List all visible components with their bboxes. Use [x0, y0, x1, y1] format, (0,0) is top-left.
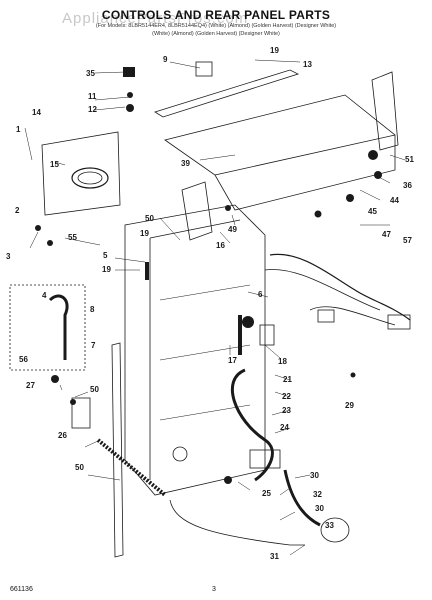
- callout-2: 2: [15, 206, 20, 215]
- callout-47: 47: [382, 230, 391, 239]
- trim-strip-shape: [154, 69, 300, 118]
- callout-3: 3: [6, 252, 11, 261]
- callout-35: 35: [86, 69, 95, 78]
- callout-14: 14: [32, 108, 41, 117]
- callout-30a: 30: [310, 471, 319, 480]
- part-35-block: [123, 67, 135, 77]
- callout-39: 39: [181, 159, 190, 168]
- callout-23: 23: [282, 406, 291, 415]
- callout-33: 33: [325, 521, 334, 530]
- callout-19a: 19: [270, 46, 279, 55]
- callout-11: 11: [88, 92, 97, 101]
- callout-32: 32: [313, 490, 322, 499]
- callout-18: 18: [278, 357, 287, 366]
- callout-9: 9: [163, 55, 168, 64]
- callout-27: 27: [26, 381, 35, 390]
- callout-13: 13: [303, 60, 312, 69]
- callout-30b: 30: [315, 504, 324, 513]
- callout-49: 49: [228, 225, 237, 234]
- rear-panel-shape: [124, 204, 266, 496]
- callout-22: 22: [282, 392, 291, 401]
- callout-16: 16: [216, 241, 225, 250]
- side-rail-shape: [111, 342, 124, 558]
- callout-4: 4: [42, 291, 47, 300]
- callout-31: 31: [270, 552, 279, 561]
- callout-19c: 19: [102, 265, 111, 274]
- inlet-hose-box: [41, 131, 121, 216]
- callout-51: 51: [405, 155, 414, 164]
- callout-1: 1: [16, 125, 21, 134]
- callout-7: 7: [91, 341, 96, 350]
- callout-25: 25: [262, 489, 271, 498]
- callout-21: 21: [283, 375, 292, 384]
- model-numbers: (For Models: 8LBR5144ER4, 8LBR5144EQ4) (…: [95, 23, 337, 29]
- end-cap-shape: [371, 71, 399, 151]
- callout-56: 56: [19, 355, 28, 364]
- callout-55: 55: [68, 233, 77, 242]
- callout-15: 15: [50, 160, 59, 169]
- callout-12: 12: [88, 105, 97, 114]
- callout-57: 57: [403, 236, 412, 245]
- callout-44: 44: [390, 196, 399, 205]
- page-number: 3: [212, 586, 216, 593]
- control-panel-shape: [164, 94, 396, 211]
- callout-26: 26: [58, 431, 67, 440]
- callout-8: 8: [90, 305, 95, 314]
- callout-36: 36: [403, 181, 412, 190]
- left-end-cap-shape: [181, 181, 213, 241]
- callout-24: 24: [280, 423, 289, 432]
- callout-5: 5: [103, 251, 108, 260]
- callout-19b: 19: [140, 229, 149, 238]
- hose-box: [9, 284, 86, 371]
- page-title: CONTROLS AND REAR PANEL PARTS: [101, 8, 331, 22]
- callout-45: 45: [368, 207, 377, 216]
- callout-17: 17: [228, 356, 237, 365]
- callout-29: 29: [345, 401, 354, 410]
- document-number: 661136: [10, 586, 33, 593]
- wire-harness-shape: [269, 253, 411, 321]
- watermark: AppliancePartsPros.com: [62, 10, 249, 27]
- callout-50c: 50: [75, 463, 84, 472]
- callout-50b: 50: [90, 385, 99, 394]
- color-variants: (White) (Almond) (Golden Harvest) (Desig…: [152, 31, 280, 37]
- callout-6: 6: [258, 290, 263, 299]
- callout-50a: 50: [145, 214, 154, 223]
